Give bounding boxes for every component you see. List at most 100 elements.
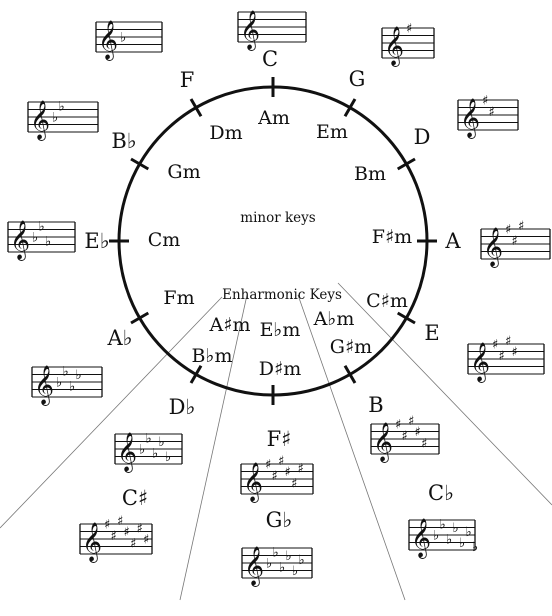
sharp-icon: ♯ (406, 22, 412, 37)
treble-clef-icon: 𝄞 (98, 20, 118, 61)
sharp-icon: ♯ (285, 465, 291, 480)
flat-icon: ♭ (433, 529, 439, 544)
sharp-icon: ♯ (518, 219, 524, 234)
flat-icon: ♭ (279, 560, 285, 575)
flat-icon: ♭ (32, 231, 38, 246)
flat-icon: ♭ (76, 368, 82, 383)
flat-icon: ♭ (159, 435, 165, 450)
treble-clef-icon: 𝄞 (244, 546, 264, 587)
sharp-icon: ♯ (278, 454, 284, 469)
flat-icon: ♭ (139, 443, 145, 458)
treble-clef-icon: 𝄞 (411, 518, 431, 559)
treble-clef-icon: 𝄞 (30, 100, 50, 141)
sharp-icon: ♯ (402, 429, 408, 444)
major-key-g: G (349, 67, 366, 91)
sharp-icon: ♯ (265, 458, 271, 473)
treble-clef-icon: 𝄞 (34, 365, 54, 406)
sharp-icon: ♯ (489, 105, 495, 120)
major-key-a-flat: A♭ (106, 326, 132, 350)
flat-icon: ♭ (273, 545, 279, 560)
guide-line-1 (0, 296, 223, 529)
tick-mark (396, 311, 416, 325)
flat-icon: ♭ (459, 536, 465, 551)
sharp-icon: ♯ (137, 521, 143, 536)
minor-key-d-sharp-m: D♯m (259, 358, 301, 380)
flat-icon: ♭ (45, 234, 51, 249)
flat-icon: ♭ (466, 525, 472, 540)
sharp-icon: ♯ (408, 414, 414, 429)
treble-clef-icon: 𝄞 (483, 227, 503, 268)
treble-clef-icon: 𝄞 (373, 422, 393, 463)
sharp-icon: ♯ (512, 345, 518, 360)
minor-key-b-flat-m: B♭m (192, 345, 233, 367)
sharp-icon: ♯ (482, 94, 488, 109)
treble-clef-icon: 𝄞 (10, 220, 30, 261)
staff: 𝄞♯♯♯♯ (467, 334, 545, 383)
flat-icon: ♭ (59, 99, 65, 114)
guide-line-2 (179, 294, 248, 601)
treble-clef-icon: 𝄞 (243, 462, 263, 503)
minor-key-cm: Cm (148, 229, 181, 251)
treble-clef-icon: 𝄞 (82, 522, 102, 563)
major-key-b: B (368, 393, 383, 417)
staff: 𝄞♭♭♭♭ (31, 364, 103, 406)
sharp-icon: ♯ (415, 425, 421, 440)
sharp-icon: ♯ (492, 338, 498, 353)
guide-line-4 (337, 282, 552, 506)
staff: 𝄞♯♯♯♯♯♯ (240, 454, 314, 503)
tick-mark (343, 364, 357, 384)
staff: 𝄞♭♭♭♭♭ (114, 431, 183, 473)
minor-key-g-sharp-m: G♯m (330, 336, 372, 358)
flat-icon: ♭ (440, 517, 446, 532)
enharmonic-keys-caption: Enharmonic Keys (222, 287, 342, 303)
sharp-icon: ♯ (104, 518, 110, 533)
minor-key-em: Em (316, 121, 348, 143)
minor-key-e-flat-m: E♭m (260, 319, 301, 341)
treble-clef-icon: 𝄞 (460, 98, 480, 139)
major-key-b-flat: B♭ (111, 129, 136, 153)
sharp-icon: ♯ (124, 525, 130, 540)
major-key-g-flat: G♭ (266, 508, 293, 532)
flat-icon: ♭ (266, 557, 272, 572)
sharp-icon: ♯ (395, 418, 401, 433)
flat-icon: ♭ (120, 31, 126, 46)
enharmonic-guide-lines (0, 282, 552, 601)
circle-tick-marks (109, 77, 437, 405)
staff: 𝄞♯♯ (457, 94, 519, 139)
major-key-c-sharp: C♯ (122, 486, 148, 510)
minor-key-fm: Fm (163, 287, 194, 309)
key-signature-staves: 𝄞𝄞♯𝄞♯♯𝄞♯♯♯𝄞♯♯♯♯𝄞♯♯♯♯♯𝄞♯♯♯♯♯♯𝄞♯♯♯♯♯♯♯𝄞♭♭♭… (7, 10, 551, 587)
staff: 𝄞♭♭♭♭♭♭ (241, 545, 313, 587)
flat-icon: ♭ (63, 364, 69, 379)
minor-key-bm: Bm (354, 163, 386, 185)
sharp-icon: ♯ (143, 533, 149, 548)
sharp-icon: ♯ (512, 234, 518, 249)
minor-key-dm: Dm (209, 122, 242, 144)
major-key-f: F (180, 68, 195, 92)
flat-icon: ♭ (165, 450, 171, 465)
sharp-icon: ♯ (291, 476, 297, 491)
minor-key-c-sharp-m: C♯m (366, 290, 408, 312)
major-key-d-flat: D♭ (169, 395, 196, 419)
sharp-icon: ♯ (505, 334, 511, 349)
flat-icon: ♭ (446, 532, 452, 547)
major-key-f-sharp: F♯ (267, 427, 292, 451)
treble-clef-icon: 𝄞 (117, 432, 137, 473)
staff: 𝄞♯♯♯♯♯♯♯ (79, 514, 153, 563)
staff: 𝄞♭♭♭♭♭♭♭ (408, 517, 478, 559)
major-key-c-flat: C♭ (428, 481, 454, 505)
tick-mark (189, 98, 203, 118)
guide-line-3 (297, 294, 406, 601)
minor-key-a-sharp-m: A♯m (209, 314, 251, 336)
treble-clef-icon: 𝄞 (240, 10, 260, 51)
sharp-icon: ♯ (421, 436, 427, 451)
flat-icon: ♭ (453, 521, 459, 536)
sharp-icon: ♯ (499, 349, 505, 364)
treble-clef-icon: 𝄞 (470, 342, 490, 383)
staff: 𝄞♭ (95, 20, 163, 61)
flat-icon: ♭ (472, 540, 478, 555)
major-key-e: E (424, 321, 439, 345)
flat-icon: ♭ (39, 219, 45, 234)
